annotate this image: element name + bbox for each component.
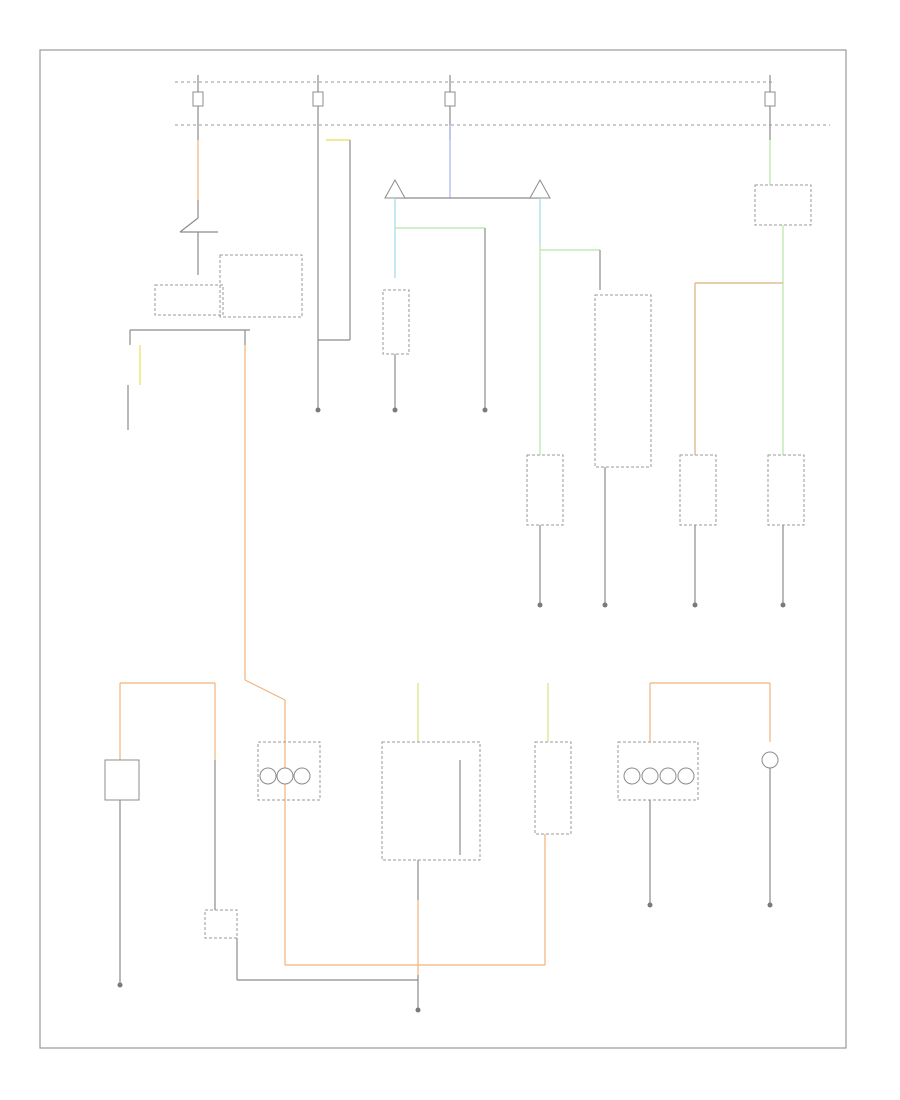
diagram-border (39, 49, 847, 1049)
lower-center-module (381, 683, 481, 900)
left-switch-module (127, 254, 303, 430)
lower-left-lamps (104, 682, 418, 988)
upper-right-modules (526, 198, 805, 608)
upper-middle-sensors (315, 198, 488, 413)
lower-small-module (534, 683, 572, 965)
fuse-column-3 (395, 75, 540, 199)
lower-bulb-cluster-1 (257, 741, 321, 801)
fuse-column-4 (754, 75, 812, 455)
orange-feed-line (244, 345, 545, 975)
splice-triangles (384, 178, 551, 199)
bottom-ground (415, 975, 421, 1013)
fuse-column-1 (179, 75, 218, 275)
lower-bulb-cluster-2 (617, 682, 779, 908)
fuse-column-2 (312, 75, 351, 385)
